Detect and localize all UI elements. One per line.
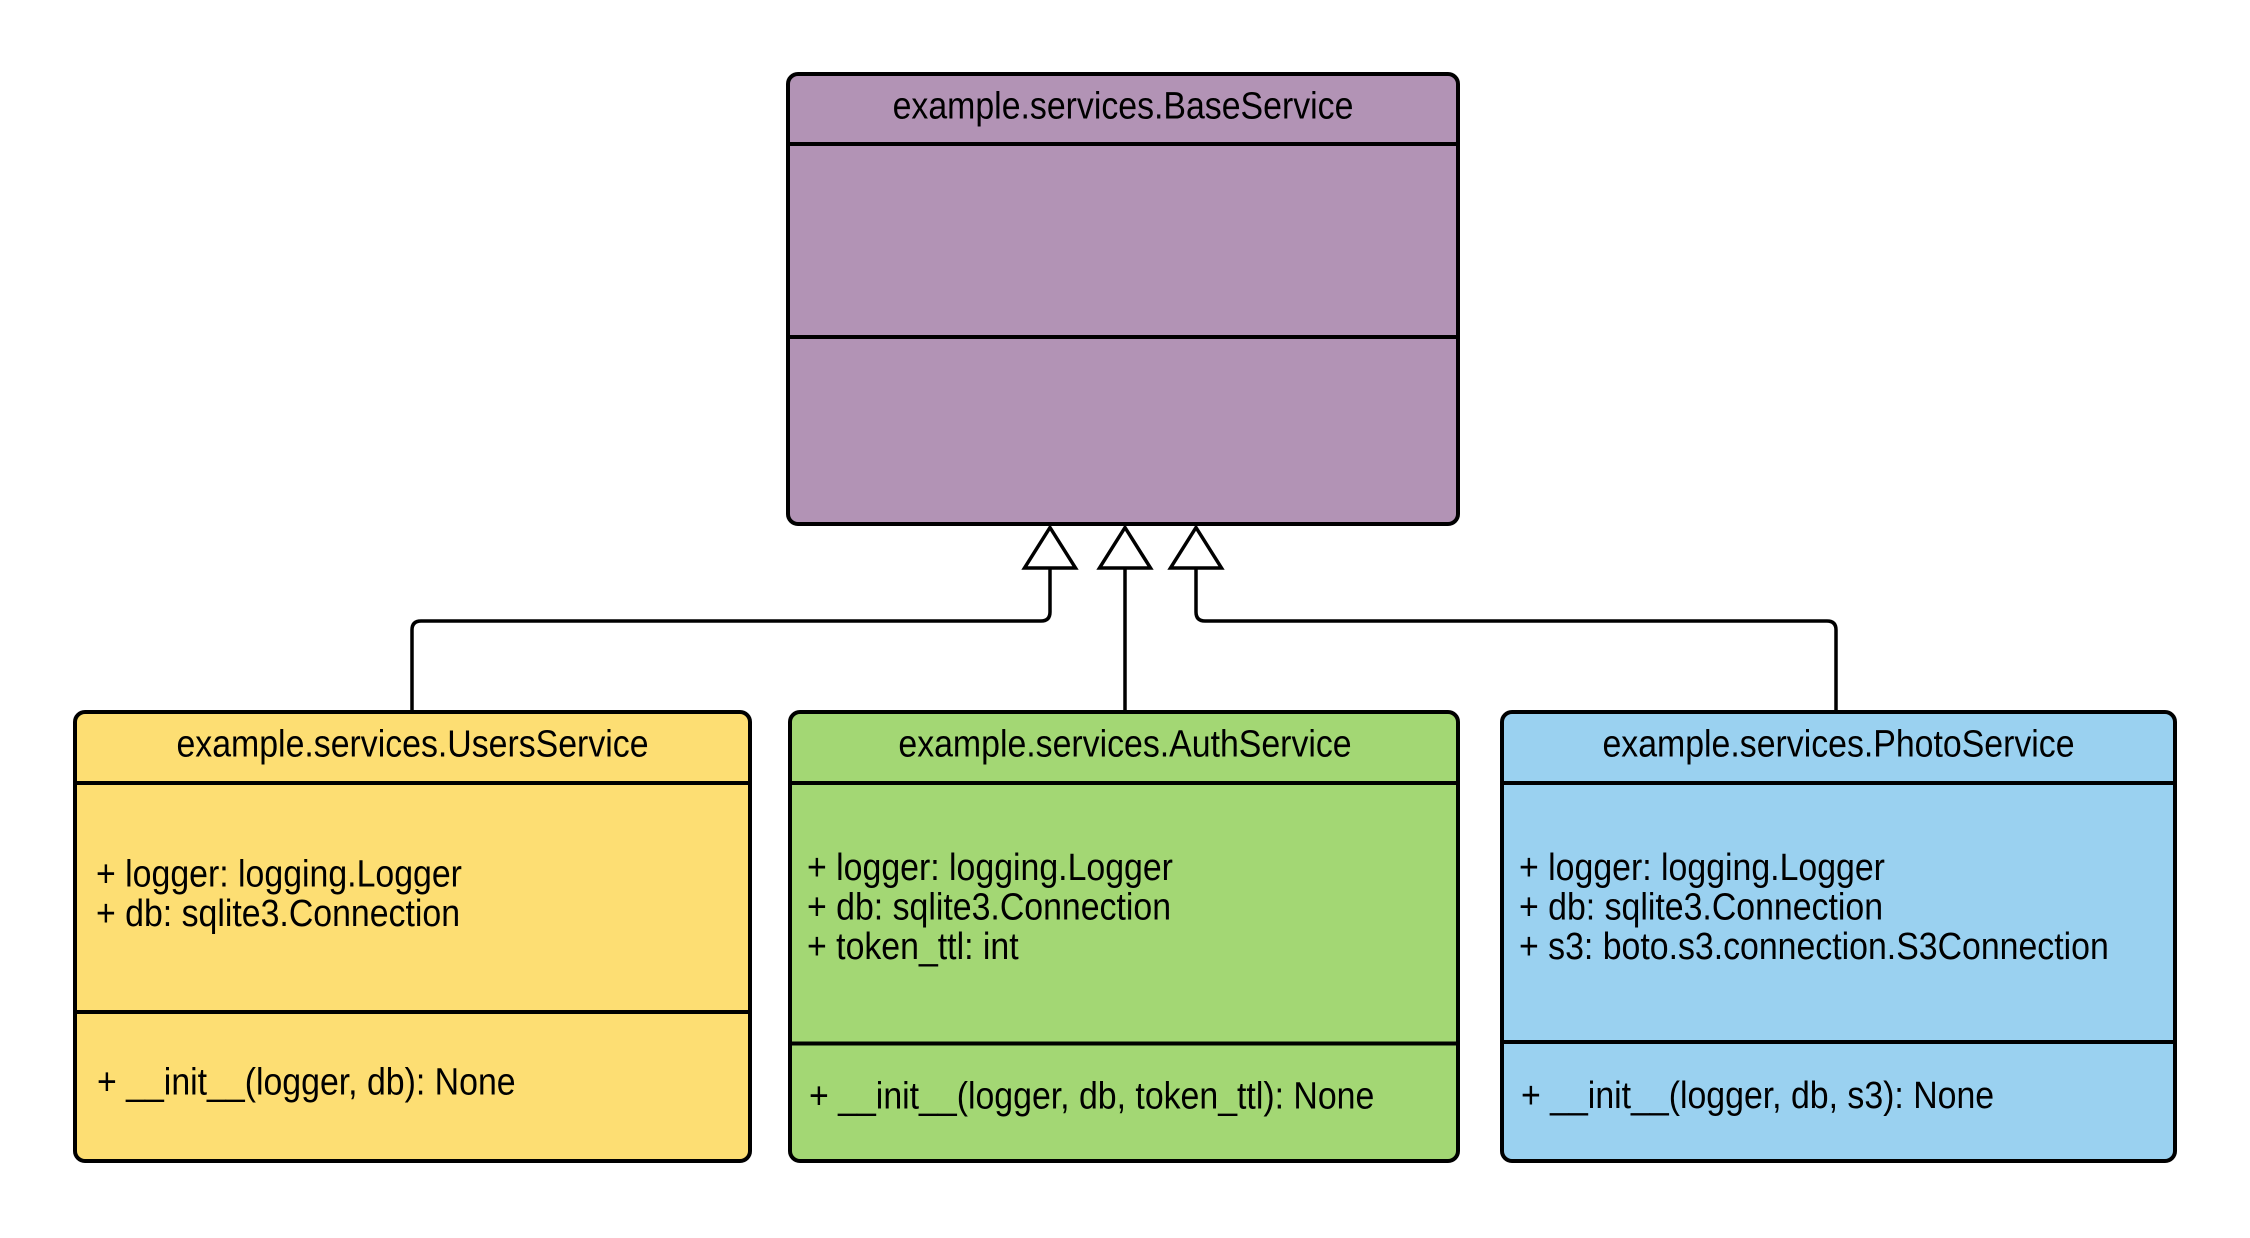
svg-text:example.services.PhotoService: example.services.PhotoService bbox=[1602, 722, 2074, 765]
svg-text:+ s3: boto.s3.connection.S3Con: + s3: boto.s3.connection.S3Connection bbox=[1519, 924, 2109, 967]
svg-text:+ logger: logging.Logger: + logger: logging.Logger bbox=[807, 845, 1173, 888]
svg-text:+ token_ttl: int: + token_ttl: int bbox=[807, 924, 1019, 967]
svg-text:+ __init__(logger, db, s3): No: + __init__(logger, db, s3): None bbox=[1521, 1073, 1994, 1116]
svg-text:example.services.UsersService: example.services.UsersService bbox=[176, 722, 648, 765]
svg-text:example.services.AuthService: example.services.AuthService bbox=[898, 722, 1351, 765]
svg-text:example.services.BaseService: example.services.BaseService bbox=[893, 84, 1354, 127]
svg-text:+ db: sqlite3.Connection: + db: sqlite3.Connection bbox=[96, 891, 460, 934]
svg-text:+ db: sqlite3.Connection: + db: sqlite3.Connection bbox=[1519, 885, 1883, 928]
svg-text:+ __init__(logger, db): None: + __init__(logger, db): None bbox=[97, 1060, 516, 1103]
svg-text:+ __init__(logger, db, token_t: + __init__(logger, db, token_ttl): None bbox=[809, 1074, 1374, 1117]
svg-text:+ logger: logging.Logger: + logger: logging.Logger bbox=[1519, 845, 1885, 888]
svg-text:+ db: sqlite3.Connection: + db: sqlite3.Connection bbox=[807, 885, 1171, 928]
svg-text:+ logger: logging.Logger: + logger: logging.Logger bbox=[96, 852, 462, 895]
